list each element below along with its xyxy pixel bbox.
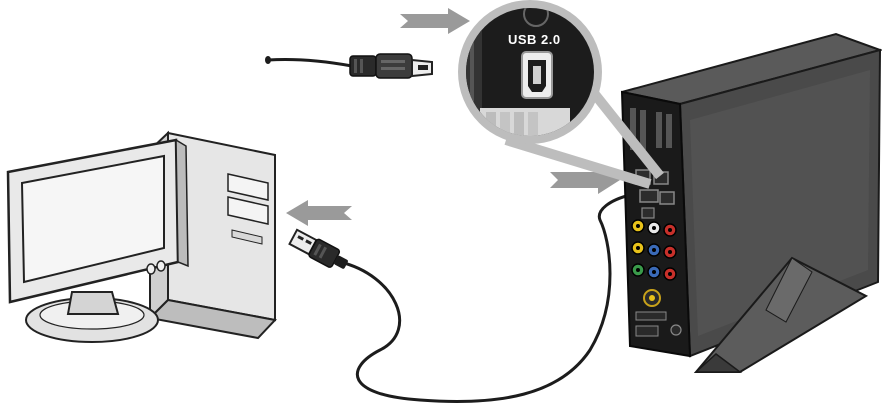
usb-plug-icon [288, 228, 348, 269]
zoom-callout: USB 2.0 [458, 0, 664, 189]
arrow-left-icon [286, 200, 352, 226]
media-player-icon [620, 32, 882, 373]
monitor-icon [6, 138, 189, 343]
mini-usb-plug-icon [265, 53, 433, 79]
arrow-right-icon [400, 8, 470, 34]
usb-port-label: USB 2.0 [508, 32, 561, 47]
usb-cable [339, 193, 631, 403]
